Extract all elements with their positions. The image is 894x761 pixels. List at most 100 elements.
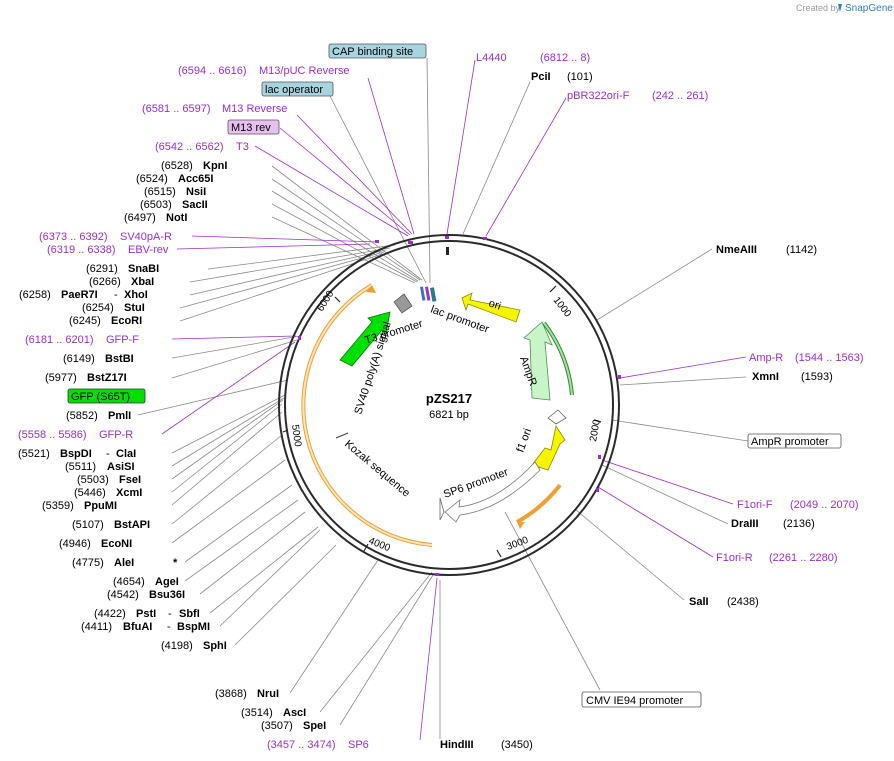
psti-label[interactable]: PstI	[136, 608, 156, 620]
bstapi-label[interactable]: BstAPI	[114, 519, 150, 531]
backbone-inner-ring	[284, 240, 614, 570]
bstbi-label[interactable]: BstBI	[105, 353, 134, 365]
paer7i-label[interactable]: PaeR7I	[61, 289, 98, 301]
asci-label[interactable]: AscI	[283, 707, 306, 719]
sacii-label[interactable]: SacII	[182, 199, 208, 211]
pmli-label[interactable]: PmlI	[108, 410, 131, 422]
f1orif-label[interactable]: F1ori-F	[737, 499, 773, 511]
orange-arc-right-arrowhead	[517, 522, 525, 529]
sali-pos: (2438)	[727, 596, 759, 608]
ori-feature[interactable]	[461, 292, 521, 323]
m13rev-label[interactable]: M13 Reverse	[222, 103, 287, 115]
right-labels: L4440 (6812 .. 8) PciI (101) pBR322ori-F…	[440, 52, 864, 751]
spei-label[interactable]: SpeI	[303, 720, 326, 732]
snabi-label[interactable]: SnaBI	[128, 263, 159, 275]
bspmi-label[interactable]: BspMI	[177, 621, 210, 633]
ampr-promoter-label: AmpR promoter	[751, 436, 829, 448]
gfpr-label[interactable]: GFP-R	[99, 429, 133, 441]
gfpr-range: (5558 .. 5586)	[18, 429, 87, 441]
xmni-label[interactable]: XmnI	[752, 371, 779, 383]
asisi-label[interactable]: AsiSI	[107, 461, 135, 473]
kpni-pos: (6528)	[161, 160, 193, 172]
xcmi-pos: (5446)	[74, 487, 106, 499]
xbai-label[interactable]: XbaI	[131, 276, 154, 288]
kozak-label: Kozak sequence	[342, 438, 412, 499]
l4440-label[interactable]: L4440	[476, 52, 507, 64]
credit-brand: SnapGene	[845, 3, 893, 14]
tick-4000: 4000	[367, 536, 392, 555]
ebv-label[interactable]: EBV-rev	[128, 244, 169, 256]
agei-pos: (4654)	[113, 576, 145, 588]
noti-pos: (6497)	[124, 212, 156, 224]
alei-star: *	[173, 557, 178, 569]
clai-label[interactable]: ClaI	[116, 448, 136, 460]
m13rev-box[interactable]	[227, 119, 280, 135]
gfpf-label[interactable]: GFP-F	[106, 334, 139, 346]
ampr-promoter-box[interactable]	[747, 433, 842, 449]
t3-label[interactable]: T3	[236, 141, 249, 153]
ppumi-pos: (5359)	[42, 500, 74, 512]
nrui-label[interactable]: NruI	[257, 688, 279, 700]
m13puc-label[interactable]: M13/pUC Reverse	[259, 65, 349, 77]
sphi-label[interactable]: SphI	[203, 640, 227, 652]
pcii-label[interactable]: PciI	[531, 71, 551, 83]
gfp-feature[interactable]	[339, 311, 391, 367]
lac-operator-label: lac operator	[265, 84, 323, 96]
pmli-pos: (5852)	[66, 410, 98, 422]
kpni-label[interactable]: KpnI	[203, 160, 227, 172]
alei-label[interactable]: AleI	[114, 557, 134, 569]
nrui-pos: (3868)	[215, 688, 247, 700]
sali-label[interactable]: SalI	[689, 596, 709, 608]
f1-ori-feature[interactable]	[531, 424, 566, 471]
cmv-label: CMV IE94 promoter	[586, 695, 684, 707]
ampr-feature[interactable]	[523, 321, 553, 401]
sbfi-label[interactable]: SbfI	[179, 608, 200, 620]
sv40-polya-feature[interactable]	[393, 293, 413, 314]
kozak-mark	[335, 432, 349, 439]
xcmi-label[interactable]: XcmI	[116, 487, 142, 499]
nsii-pos: (6515)	[144, 186, 176, 198]
sp6-label[interactable]: SP6	[348, 739, 369, 751]
credit-text: Created by	[796, 3, 841, 13]
bstz17i-label[interactable]: BstZ17I	[87, 372, 127, 384]
bspdi-label[interactable]: BspDI	[60, 448, 92, 460]
ecori-label[interactable]: EcoRI	[111, 315, 142, 327]
bfuai-label[interactable]: BfuAI	[123, 621, 152, 633]
hindiii-label[interactable]: HindIII	[440, 739, 474, 751]
amp-r-label[interactable]: Amp-R	[749, 352, 783, 364]
cap-binding-box[interactable]	[328, 43, 427, 59]
left-labels: CAP binding site (6594 .. 6616) M13/pUC …	[18, 43, 427, 751]
ori-label: ori	[487, 297, 502, 312]
acc65i-label[interactable]: Acc65I	[178, 173, 213, 185]
xhoi-label[interactable]: XhoI	[124, 289, 148, 301]
nsii-label[interactable]: NsiI	[186, 186, 206, 198]
tick-1000: 1000	[551, 295, 574, 320]
nmeaiii-pos: (1142)	[786, 244, 817, 256]
sv40pa-label[interactable]: SV40pA-R	[120, 231, 172, 243]
sp6-promoter-feature[interactable]	[444, 461, 541, 523]
fsei-label[interactable]: FseI	[119, 474, 141, 486]
ppumi-label[interactable]: PpuMI	[84, 500, 117, 512]
gfp-box-label: GFP (S65T)	[71, 391, 130, 403]
noti-label[interactable]: NotI	[166, 212, 187, 224]
gfp-box[interactable]	[67, 388, 146, 404]
bsu36i-label[interactable]: Bsu36I	[149, 589, 185, 601]
stui-label[interactable]: StuI	[124, 302, 145, 314]
lac-operator-box[interactable]	[261, 81, 334, 97]
f1orir-label[interactable]: F1ori-R	[716, 552, 753, 564]
draiii-label[interactable]: DraIII	[731, 518, 759, 530]
econi-label[interactable]: EcoNI	[101, 538, 132, 550]
draiii-pos: (2136)	[783, 518, 815, 530]
plasmid-size: 6821 bp	[429, 409, 469, 421]
pbr-label[interactable]: pBR322ori-F	[567, 90, 630, 102]
primer-marks	[298, 236, 621, 576]
bstapi-pos: (5107)	[72, 519, 104, 531]
l4440-range: (6812 .. 8)	[540, 52, 590, 64]
cap-binding-label: CAP binding site	[332, 46, 413, 58]
nmeaiii-label[interactable]: NmeAIII	[716, 244, 757, 256]
agei-label[interactable]: AgeI	[155, 576, 179, 588]
ampr-promoter-feature[interactable]	[547, 409, 567, 425]
t3-range: (6542 .. 6562)	[155, 141, 224, 153]
sv40pa-range: (6373 .. 6392)	[39, 231, 108, 243]
cmv-box[interactable]	[581, 691, 702, 708]
